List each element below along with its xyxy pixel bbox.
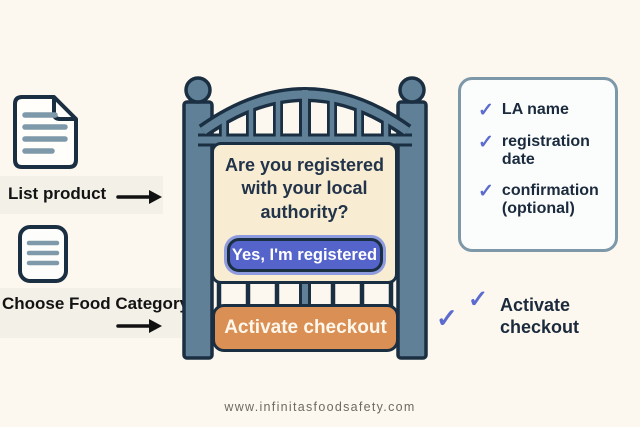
checklist-item: ✓ confirmation (optional) — [478, 182, 605, 218]
checklist-item: ✓ registration date — [478, 133, 605, 169]
checklist-item: ✓ LA name — [478, 101, 605, 120]
gate-right-finial — [398, 76, 426, 104]
checklist-item-label: LA name — [501, 101, 569, 118]
arrow-right-icon — [116, 319, 162, 333]
gate-sign: Are you registered with your local autho… — [211, 142, 398, 284]
footer-url: www.infinitasfoodsafety.com — [224, 400, 416, 414]
list-icon — [18, 225, 68, 283]
label-strip — [0, 176, 163, 214]
step-label-list-product: List product — [8, 184, 107, 203]
checkmark-icon: ✓ — [468, 286, 489, 313]
arrow-right-icon — [116, 190, 162, 204]
activate-checkout-banner[interactable]: Activate checkout — [212, 304, 399, 352]
gate-question-text: Are you registered with your local autho… — [224, 155, 385, 222]
checkmark-icon: ✓ — [478, 181, 494, 203]
checklist-panel: ✓ LA name ✓ registration date ✓ confirma… — [458, 77, 618, 252]
checkmark-icon: ✓ — [436, 303, 458, 333]
checkmark-icon: ✓ — [478, 132, 494, 153]
gate-left-finial — [184, 76, 212, 104]
step-label-choose-food-category: Choose Food Category — [2, 294, 190, 313]
checklist-item-label: registration date — [501, 133, 590, 169]
document-icon — [13, 95, 78, 169]
activate-checkout-note: Activate checkout — [500, 295, 580, 337]
checklist-item-label: confirmation (optional) — [501, 182, 599, 218]
checkmark-icon: ✓ — [478, 100, 494, 121]
yes-registered-button[interactable]: Yes, I'm registered — [226, 238, 383, 272]
